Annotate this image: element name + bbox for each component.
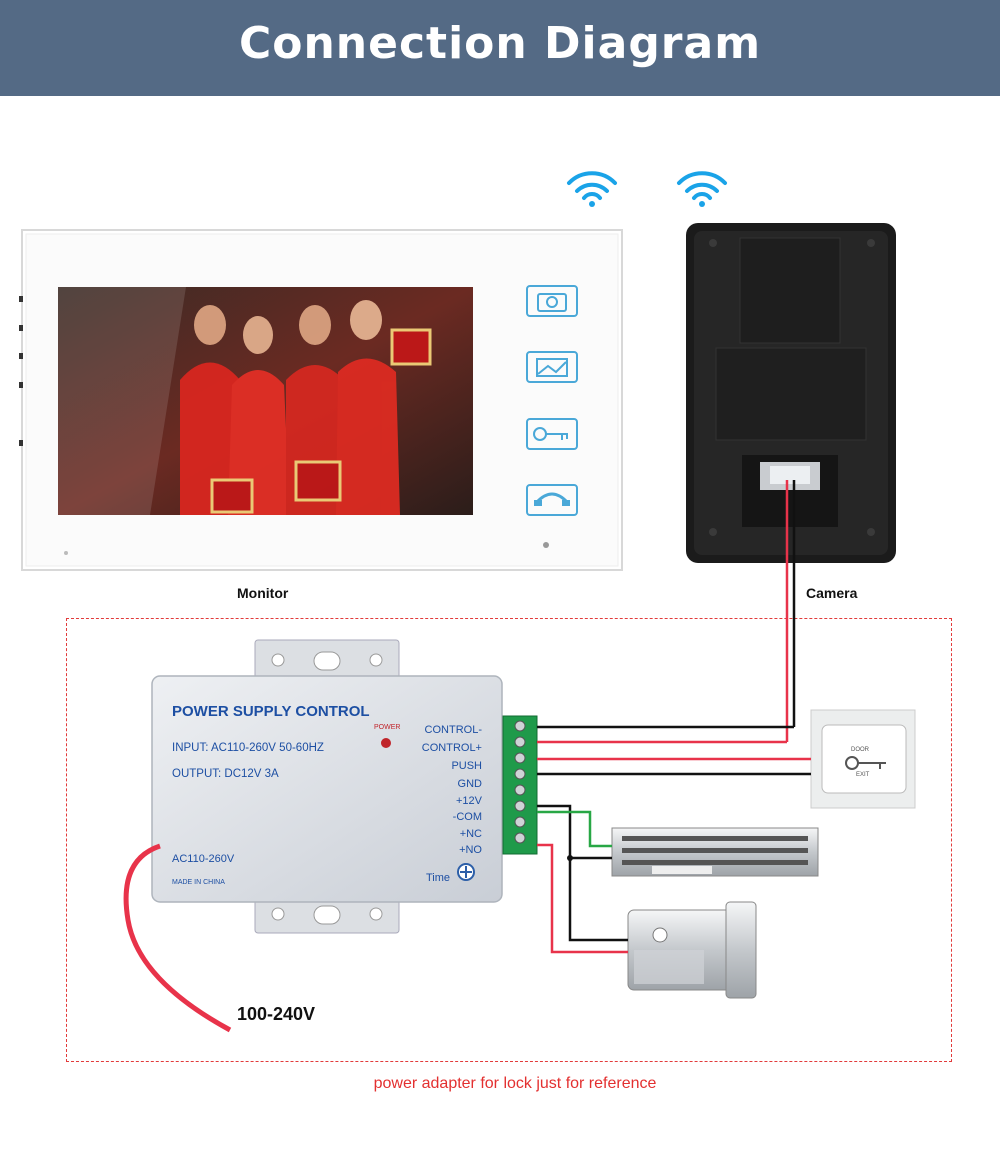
exit-button-line1: DOOR xyxy=(851,747,870,753)
picture-icon[interactable] xyxy=(526,351,578,383)
camera-unit xyxy=(686,223,896,563)
terminal-label: -COM xyxy=(453,811,482,823)
header-banner: Connection Diagram xyxy=(0,0,1000,96)
magnetic-lock xyxy=(611,827,819,877)
ac-input-wire xyxy=(123,843,232,1033)
terminal-label: CONTROL+ xyxy=(422,742,482,754)
psu-origin: MADE IN CHINA xyxy=(172,879,225,886)
monitor-label: Monitor xyxy=(237,585,289,601)
lock-wires xyxy=(537,804,628,954)
handset-icon[interactable] xyxy=(526,484,578,516)
monitor-side-dots xyxy=(19,296,23,446)
terminal-label: +NC xyxy=(460,828,482,840)
psu-power-led-label: POWER xyxy=(374,724,400,731)
psu-input: INPUT: AC110-260V 50-60HZ xyxy=(172,742,324,754)
terminal-label: +NO xyxy=(459,844,482,856)
power-supply-box xyxy=(151,639,538,934)
wifi-icon xyxy=(677,171,727,207)
key-icon xyxy=(845,756,886,770)
exit-button-line2: EXIT xyxy=(856,772,870,778)
exit-button[interactable] xyxy=(810,709,916,809)
lock-adapter-dashed-frame xyxy=(66,618,952,1062)
screen-photo xyxy=(180,300,432,515)
psu-title: POWER SUPPLY CONTROL xyxy=(172,703,370,720)
key-icon[interactable] xyxy=(526,418,578,450)
psu-output: OUTPUT: DC12V 3A xyxy=(172,768,279,780)
terminal-label: PUSH xyxy=(451,760,482,772)
monitor xyxy=(19,229,623,571)
camera-label: Camera xyxy=(806,585,858,601)
camera-icon[interactable] xyxy=(526,285,578,317)
terminal-label: +12V xyxy=(456,795,483,807)
psu-ac-label: AC110-260V xyxy=(172,853,235,865)
camera-wires xyxy=(537,480,796,744)
page-title: Connection Diagram xyxy=(238,18,762,69)
psu-time-label: Time xyxy=(426,872,450,884)
terminal-label: CONTROL- xyxy=(425,724,483,736)
terminal-labels: CONTROL- CONTROL+ PUSH GND +12V -COM +NC… xyxy=(422,724,483,856)
footnote: power adapter for lock just for referenc… xyxy=(373,1075,657,1092)
terminal-label: GND xyxy=(458,778,483,790)
electric-lock xyxy=(627,901,757,999)
wifi-icon xyxy=(567,171,617,207)
exit-button-wires xyxy=(537,757,811,776)
supply-voltage-label: 100-240V xyxy=(237,1004,316,1024)
